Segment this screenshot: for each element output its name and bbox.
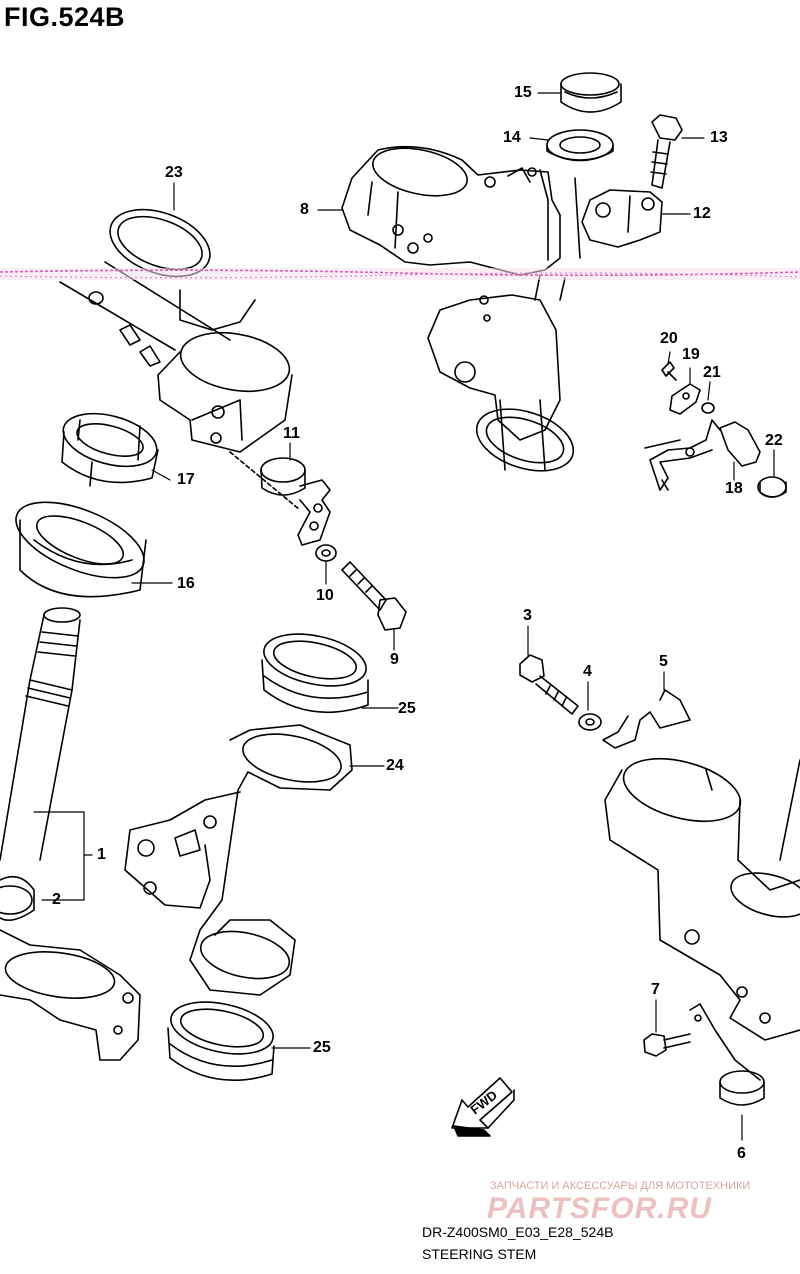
part-13-bolt — [650, 114, 683, 189]
callout-13: 13 — [710, 129, 728, 146]
callout-14: 14 — [503, 129, 521, 146]
callout-6: 6 — [737, 1145, 746, 1162]
part-lower-clamp-left — [157, 332, 293, 453]
part-12-clamp — [581, 189, 663, 248]
callout-21: 21 — [703, 364, 721, 381]
callout-25-lower: 25 — [313, 1039, 331, 1056]
part-3-bolt — [519, 654, 579, 715]
callout-3: 3 — [523, 607, 532, 624]
callout-15: 15 — [514, 84, 532, 101]
callout-25-upper: 25 — [398, 700, 416, 717]
figure-title: FIG.524B — [4, 2, 126, 32]
part-lower-stem-ring — [475, 408, 575, 472]
part-14-washer — [546, 129, 614, 162]
watermark-tagline: ЗАПЧАСТИ И АКСЕССУАРЫ ДЛЯ МОТОТЕХНИКИ — [490, 1180, 751, 1192]
diagram-title: STEERING STEM — [422, 1246, 537, 1262]
part-17-lock-nut — [61, 412, 159, 487]
callout-18: 18 — [725, 480, 743, 497]
part-5-spring — [602, 689, 691, 749]
part-18-switch — [644, 419, 761, 491]
part-stem-upper-shaft — [539, 169, 581, 261]
callout-12: 12 — [693, 205, 711, 222]
leader-lines — [33, 92, 775, 1141]
callout-24: 24 — [386, 757, 404, 774]
part-center-bracket — [427, 274, 566, 471]
part-22-cap — [757, 476, 787, 498]
callout-1: 1 — [97, 846, 106, 863]
callout-10: 10 — [316, 587, 334, 604]
callout-7: 7 — [651, 981, 660, 998]
callout-8: 8 — [300, 201, 309, 218]
part-11-bracket — [260, 457, 331, 546]
part-4-washer — [578, 713, 602, 731]
part-16-bearing — [15, 501, 147, 598]
part-2-dust-seal — [0, 885, 33, 915]
forward-arrow-icon — [451, 1077, 515, 1137]
part-6-grommet — [719, 1070, 765, 1106]
callout-2: 2 — [52, 891, 61, 908]
part-lower-bracket-right — [604, 758, 800, 1041]
part-25-seal-upper — [261, 633, 369, 714]
part-25-seal-lower — [167, 1001, 275, 1082]
callout-5: 5 — [659, 653, 668, 670]
part-10-washer — [315, 544, 337, 562]
watermark-brand: PARTSFOR.RU — [487, 1192, 712, 1225]
callout-19: 19 — [682, 346, 700, 363]
part-9-bolt — [341, 561, 407, 631]
scan-artifact-band — [0, 268, 800, 280]
part-1-steering-stem — [0, 607, 81, 921]
callout-11: 11 — [283, 425, 300, 442]
part-24-headlight-bracket — [124, 724, 353, 996]
part-8-upper-bracket — [341, 145, 561, 276]
part-7-bolt — [643, 1003, 761, 1081]
callout-9: 9 — [390, 651, 399, 668]
part-20-screw — [661, 361, 677, 381]
part-19-clip — [669, 383, 701, 415]
part-lower-left-bracket — [59, 261, 256, 367]
callout-4: 4 — [583, 663, 592, 680]
callout-16: 16 — [177, 575, 195, 592]
callout-23: 23 — [165, 164, 183, 181]
part-lower-bracket-bottom-left — [0, 929, 141, 1061]
callout-20: 20 — [660, 330, 678, 347]
part-15-cap — [560, 72, 622, 113]
callout-22: 22 — [765, 432, 783, 449]
callout-17: 17 — [177, 471, 195, 488]
diagram-code: DR-Z400SM0_E03_E28_524B — [422, 1224, 614, 1240]
part-21-nut — [701, 402, 715, 414]
